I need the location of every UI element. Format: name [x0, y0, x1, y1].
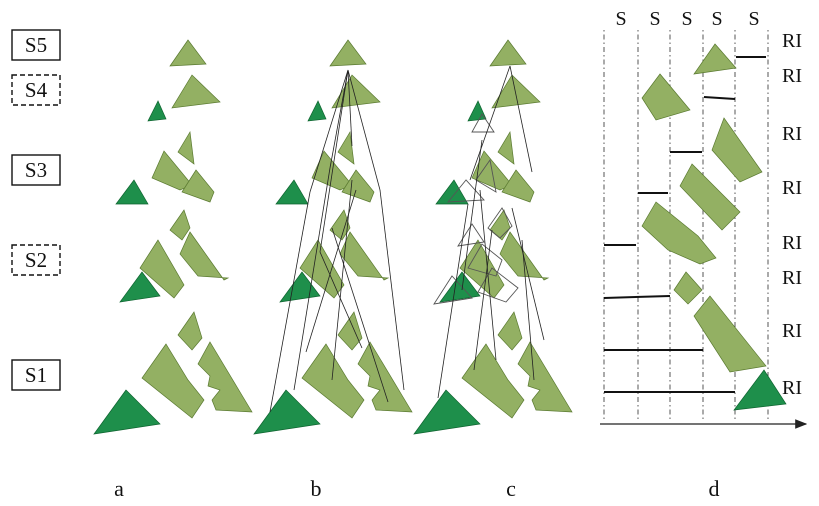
component-s1b [693, 295, 767, 373]
component-s5 [693, 43, 737, 75]
stage-legend: S5 S4 S3 S2 S1 [11, 29, 61, 391]
component-s4 [641, 73, 691, 121]
stage-label-s5: S5 [25, 33, 47, 57]
panel-label-b: b [311, 476, 322, 501]
ri-label-3: RI [782, 123, 802, 145]
ri-label-6: RI [782, 267, 802, 289]
ri-label-1: RI [782, 30, 802, 52]
stage-box-s3: S3 [11, 154, 61, 186]
component-s1-dark [733, 369, 787, 411]
component-s2 [641, 201, 717, 265]
s-label-2: S [649, 8, 660, 30]
component-s1a [673, 271, 703, 305]
panel-label-d: d [709, 476, 720, 501]
component-s3a [711, 117, 763, 183]
panel-a-branch [93, 39, 253, 435]
duration-bar [703, 96, 736, 100]
panel-label-a: a [114, 476, 124, 501]
s-label-3: S [681, 8, 692, 30]
ri-label-8: RI [782, 377, 802, 399]
component-s3b [679, 163, 741, 231]
s-label-5: S [748, 8, 759, 30]
duration-bar [603, 295, 671, 299]
stage-box-s5: S5 [11, 29, 61, 61]
stage-label-s2: S2 [25, 248, 47, 272]
ri-label-5: RI [782, 232, 802, 254]
ri-label-4: RI [782, 177, 802, 199]
stage-box-s2: S2 [11, 244, 61, 276]
stage-box-s1: S1 [11, 359, 61, 391]
stage-label-s1: S1 [25, 363, 47, 387]
ri-label-7: RI [782, 320, 802, 342]
stage-label-s3: S3 [25, 158, 47, 182]
panel-label-c: c [506, 476, 516, 501]
stage-box-s4: S4 [11, 74, 61, 106]
s-label-4: S [711, 8, 722, 30]
panel-c-branch [413, 39, 573, 435]
s-label-1: S [615, 8, 626, 30]
panel-d: S S S S S RI RI RI RI RI RI RI RI [600, 8, 808, 429]
panel-b-branch [253, 39, 413, 435]
stage-label-s4: S4 [25, 78, 48, 102]
ri-label-2: RI [782, 65, 802, 87]
panel-c-outlines [433, 65, 545, 399]
panel-b-links [269, 69, 405, 413]
